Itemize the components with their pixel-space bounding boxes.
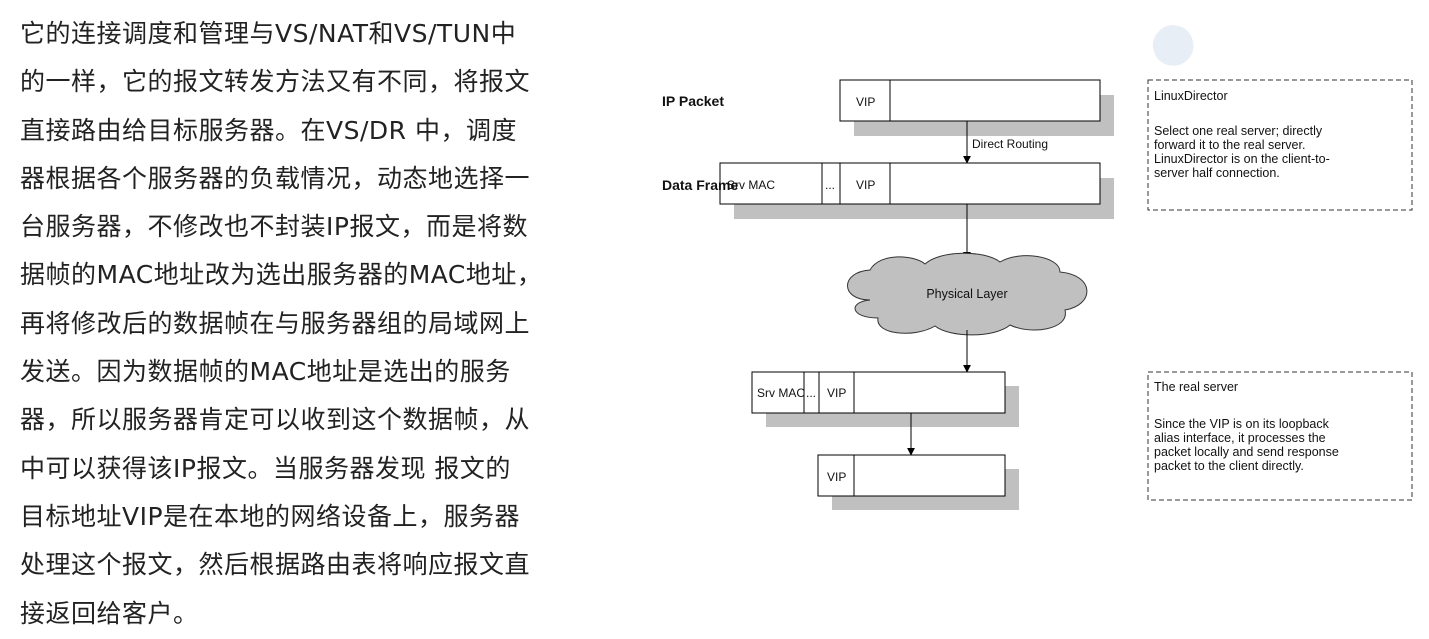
svg-text:VIP: VIP bbox=[827, 470, 846, 484]
svg-text:The real server: The real server bbox=[1154, 380, 1238, 394]
svg-text:LinuxDirector: LinuxDirector bbox=[1154, 89, 1228, 103]
svg-text:forward it to the real server.: forward it to the real server. bbox=[1154, 138, 1305, 152]
linuxdirector-note: LinuxDirector Select one real server; di… bbox=[1147, 79, 1413, 211]
text-line: 发送。因为数据帧的MAC地址是选出的服务 bbox=[20, 357, 511, 387]
text-line: 接返回给客户。 bbox=[20, 598, 199, 628]
data-frame-label: Data Frame bbox=[662, 177, 738, 193]
svg-text:alias interface, it processes: alias interface, it processes the bbox=[1154, 431, 1326, 445]
svg-text:packet locally and send respon: packet locally and send response bbox=[1154, 445, 1339, 459]
text-line: 台服务器，不修改也不封装IP报文，而是将数 bbox=[20, 212, 528, 242]
ip-packet-box: VIP bbox=[839, 79, 1114, 136]
svg-text:...: ... bbox=[806, 386, 816, 400]
text-line: 器，所以服务器肯定可以收到这个数据帧，从 bbox=[20, 405, 531, 435]
text-line: 它的连接调度和管理与VS/NAT和VS/TUN中 bbox=[20, 19, 517, 48]
text-line: 再将修改后的数据帧在与服务器组的局域网上 bbox=[20, 308, 531, 338]
svg-text:Since the VIP is on its loopba: Since the VIP is on its loopback bbox=[1154, 417, 1330, 431]
svg-text:...: ... bbox=[825, 178, 835, 192]
received-frame-box: Srv MAC ... VIP bbox=[751, 371, 1019, 427]
direct-routing-label: Direct Routing bbox=[972, 137, 1048, 151]
text-line: 器根据各个服务器的负载情况，动态地选择一 bbox=[20, 163, 531, 193]
text-line: 中可以获得该IP报文。当服务器发现 报文的 bbox=[20, 453, 511, 483]
ip-packet-label: IP Packet bbox=[662, 93, 724, 109]
svg-text:LinuxDirector is on the client: LinuxDirector is on the client-to- bbox=[1154, 152, 1330, 166]
body-paragraph: 它的连接调度和管理与VS/NAT和VS/TUN中 的一样，它的报文转发方法又有不… bbox=[20, 10, 640, 638]
real-server-note: The real server Since the VIP is on its … bbox=[1147, 371, 1413, 501]
text-line: 的一样，它的报文转发方法又有不同，将报文 bbox=[20, 67, 531, 97]
physical-layer-cloud: Physical Layer bbox=[847, 252, 1088, 336]
svg-text:server half connection.: server half connection. bbox=[1154, 166, 1280, 180]
svg-text:VIP: VIP bbox=[856, 178, 875, 192]
text-line: 目标地址VIP是在本地的网络设备上，服务器 bbox=[20, 501, 521, 531]
data-frame-box: Srv MAC ... VIP bbox=[719, 162, 1114, 219]
svg-text:Srv MAC: Srv MAC bbox=[757, 386, 805, 400]
text-line: 处理这个报文，然后根据路由表将响应报文直 bbox=[20, 550, 531, 580]
svg-text:Physical Layer: Physical Layer bbox=[926, 287, 1007, 301]
svg-text:Srv MAC: Srv MAC bbox=[727, 178, 775, 192]
svg-text:VIP: VIP bbox=[856, 95, 875, 109]
svg-text:Select one real server; direct: Select one real server; directly bbox=[1154, 124, 1323, 138]
text-line: 直接路由给目标服务器。在VS/DR 中，调度 bbox=[20, 115, 517, 145]
svg-text:VIP: VIP bbox=[827, 386, 846, 400]
svg-text:packet to the client directly.: packet to the client directly. bbox=[1154, 459, 1304, 473]
final-packet-box: VIP bbox=[817, 454, 1019, 510]
text-line: 据帧的MAC地址改为选出服务器的MAC地址， bbox=[20, 260, 543, 290]
